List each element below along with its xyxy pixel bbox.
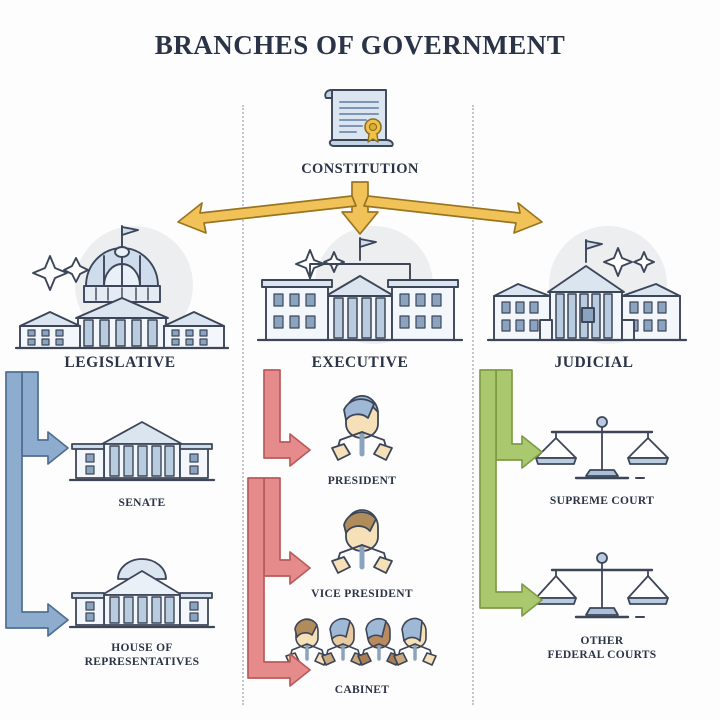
branch-label-judicial: JUDICIAL xyxy=(554,354,634,371)
white-house-building-icon xyxy=(256,237,464,342)
scroll-document-with-gold-seal-icon xyxy=(324,89,394,147)
legislative-building-wrap xyxy=(4,222,236,350)
classical-government-building-icon xyxy=(68,421,216,482)
sub-item-cabinet: CABINET xyxy=(272,613,452,697)
sub-label-house-of-representatives: HOUSE OF REPRESENTATIVES xyxy=(84,642,200,668)
branch-label-legislative: LEGISLATIVE xyxy=(64,354,176,371)
domed-government-building-icon xyxy=(68,558,216,629)
sub-label-cabinet: CABINET xyxy=(334,684,390,696)
sub-item-senate: SENATE xyxy=(52,414,232,510)
column-divider-left xyxy=(242,105,244,705)
sub-item-other-federal-courts: OTHER FEDERAL COURTS xyxy=(512,548,692,662)
capitol-building-dome-icon xyxy=(14,225,230,350)
balance-scales-icon xyxy=(535,552,669,619)
sub-label-senate: SENATE xyxy=(118,497,166,509)
sub-item-vice-president: VICE PRESIDENT xyxy=(272,505,452,601)
constitution-label: CONSTITUTION xyxy=(301,161,419,177)
column-divider-right xyxy=(472,105,474,705)
executive-building-wrap xyxy=(244,222,476,350)
sub-label-other-federal-courts: OTHER FEDERAL COURTS xyxy=(547,635,657,661)
sub-item-president: PRESIDENT xyxy=(272,392,452,488)
group-of-people-icon xyxy=(285,617,437,666)
person-figure-icon xyxy=(331,509,393,574)
branch-legislative: LEGISLATIVE xyxy=(4,222,236,372)
sub-item-supreme-court: SUPREME COURT xyxy=(512,412,692,508)
branch-executive: EXECUTIVE xyxy=(244,222,476,372)
judicial-building-wrap xyxy=(478,222,710,350)
person-figure-icon xyxy=(331,394,393,461)
constitution-node: CONSTITUTION xyxy=(280,82,440,178)
branch-label-executive: EXECUTIVE xyxy=(311,354,409,371)
sub-label-supreme-court: SUPREME COURT xyxy=(549,495,655,507)
sub-label-vice-president: VICE PRESIDENT xyxy=(311,588,413,600)
sub-item-house-of-representatives: HOUSE OF REPRESENTATIVES xyxy=(52,555,232,669)
branch-judicial: JUDICIAL xyxy=(478,222,710,372)
balance-scales-icon xyxy=(535,416,669,480)
supreme-court-building-icon xyxy=(486,239,688,342)
sub-label-president: PRESIDENT xyxy=(327,475,397,487)
page-title: BRANCHES OF GOVERNMENT xyxy=(154,30,566,60)
